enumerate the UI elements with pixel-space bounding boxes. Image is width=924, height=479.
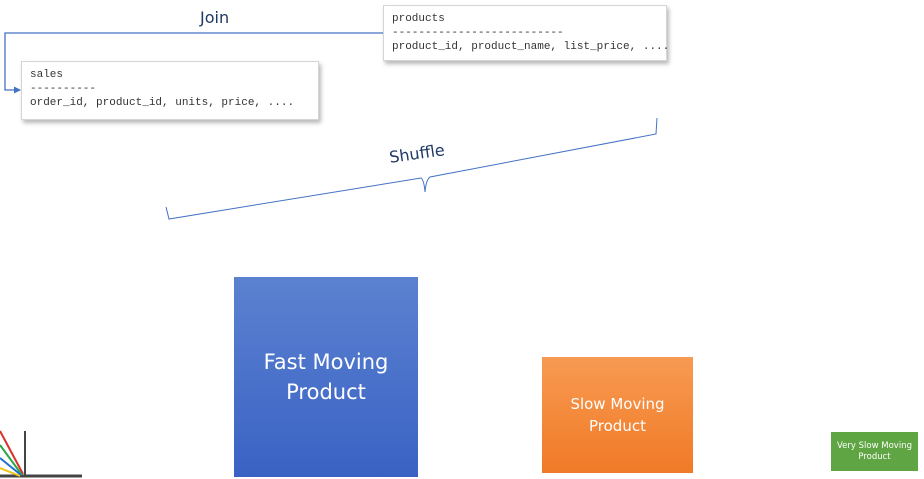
sales-table-name: sales	[30, 69, 64, 81]
sales-table-separator: ----------	[30, 83, 97, 95]
slow-moving-product-box: Slow Moving Product	[542, 357, 693, 473]
products-table-card: products -------------------------- produc…	[383, 5, 670, 61]
products-table-columns: product_id, product_name, list_price, ..…	[392, 41, 670, 53]
join-label: Join	[200, 8, 230, 27]
very-slow-moving-product-box: Very Slow Moving Product	[831, 432, 918, 471]
sales-table-columns: order_id, product_id, units, price, ....	[30, 97, 295, 109]
fast-moving-product-label: Fast Moving Product	[263, 350, 389, 404]
slow-moving-product-label: Slow Moving Product	[570, 395, 665, 435]
join-connector	[4, 32, 383, 91]
shuffle-brace	[165, 117, 658, 220]
sales-table-card: sales ---------- order_id, product_id, uni…	[21, 61, 319, 120]
join-arrowhead-icon	[14, 86, 21, 94]
products-table-separator: --------------------------	[392, 27, 564, 39]
colored-lines-logo-icon	[0, 430, 82, 478]
fast-moving-product-box: Fast Moving Product	[234, 277, 418, 477]
very-slow-moving-product-label: Very Slow Moving Product	[837, 440, 912, 462]
products-table-name: products	[392, 13, 445, 25]
